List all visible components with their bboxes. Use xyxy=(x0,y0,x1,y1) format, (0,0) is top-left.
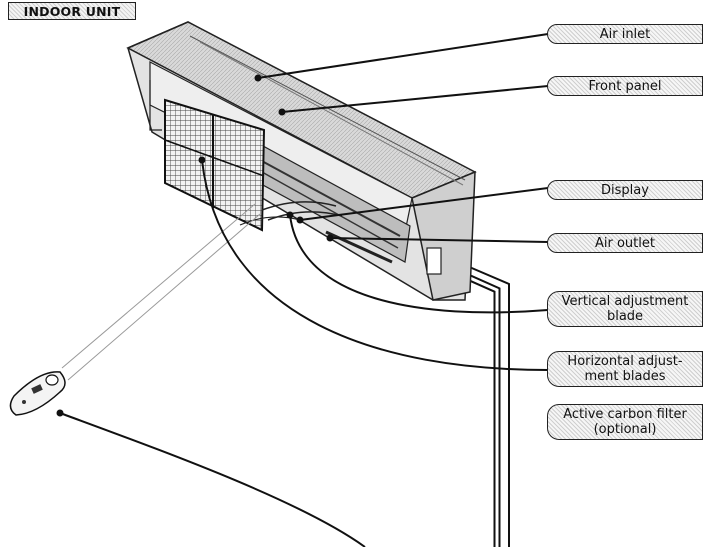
leader-dot-air-outlet xyxy=(326,234,334,242)
label-horizontal-blades-line1: Horizontal adjust- xyxy=(567,354,683,369)
label-active-carbon-filter: Active carbon filter (optional) xyxy=(547,404,703,440)
leader-line-front-panel xyxy=(281,85,549,113)
label-air-outlet: Air outlet xyxy=(547,233,703,253)
label-vertical-adjustment-blade: Vertical adjustment blade xyxy=(547,291,703,327)
leader-dot-air-inlet xyxy=(254,74,262,82)
leader-dot-vertical-blade xyxy=(286,211,294,219)
leader-line-air-outlet xyxy=(329,237,549,243)
label-vertical-blade-line1: Vertical adjustment xyxy=(561,294,689,309)
label-carbon-filter-line1: Active carbon filter xyxy=(563,407,687,422)
label-vertical-blade-line2: blade xyxy=(606,309,644,324)
leader-dot-horizontal-blades xyxy=(198,156,206,164)
label-horizontal-adjustment-blades: Horizontal adjust- ment blades xyxy=(547,351,703,387)
label-air-inlet: Air inlet xyxy=(547,24,703,44)
leader-dots xyxy=(56,74,334,417)
remote-control xyxy=(9,371,66,416)
leader-dot-front-panel xyxy=(278,108,286,116)
horizontal-blades xyxy=(239,201,343,226)
indoor-unit-title: INDOOR UNIT xyxy=(8,2,136,20)
drain-pipe xyxy=(450,262,510,547)
leader-dot-carbon-filter xyxy=(56,409,64,417)
leader-line-carbon-filter xyxy=(59,412,366,547)
remote-signal-beam xyxy=(61,203,261,381)
label-front-panel: Front panel xyxy=(547,76,703,96)
label-carbon-filter-line2: (optional) xyxy=(593,422,657,437)
leader-line-vertical-blade xyxy=(289,214,549,314)
leader-lines xyxy=(59,33,549,547)
leader-line-horizontal-blades xyxy=(201,159,549,371)
active-carbon-filter xyxy=(164,98,266,232)
leader-line-display xyxy=(299,187,549,221)
label-horizontal-blades-line2: ment blades xyxy=(584,369,666,384)
label-display: Display xyxy=(547,180,703,200)
leader-line-air-inlet xyxy=(257,33,549,79)
leader-dot-display xyxy=(296,216,304,224)
